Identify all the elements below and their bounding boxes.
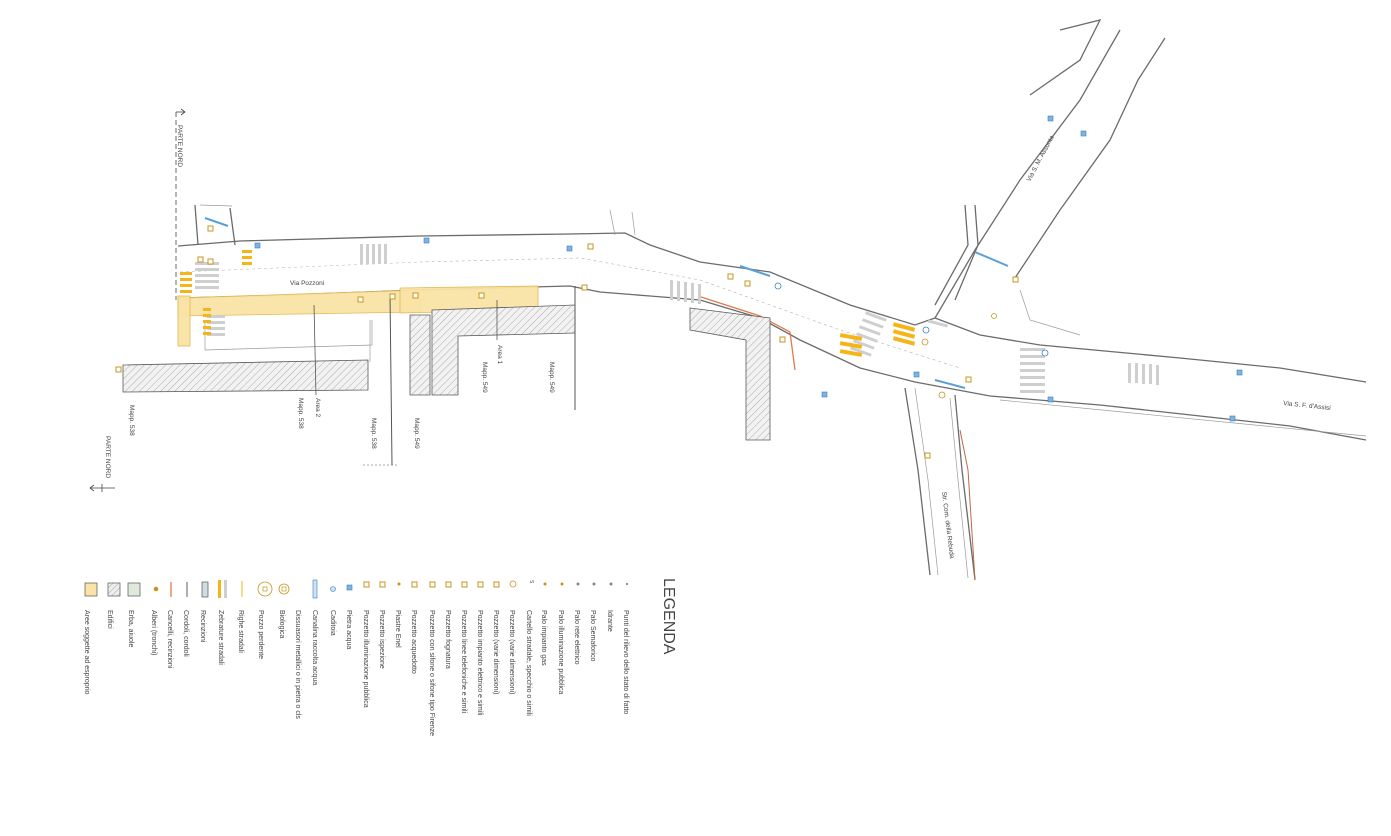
water-channel-icon [312,579,318,599]
water-manhole-icon [411,581,418,588]
road-sign-icon: S [528,580,534,584]
legend-item-label: Dissuasori metallici o in pietra o cls [294,610,301,719]
legend-item-label: Idrante [606,610,613,632]
legend-item-label: Righe stradali [237,610,244,653]
street-light-pole-icon [560,582,564,586]
survey-symbols[interactable] [115,115,1243,459]
legend-item-label: Pozzetto ispezione [378,610,385,669]
legend-item-label: Erba, aiuole [127,610,134,647]
legend-item-label: Palo Semaforico [589,610,596,661]
parcel-label: Mapp. 549 [481,362,488,393]
parcel-label: Mapp. 538 [370,418,377,449]
street-label-str-com-rebuda: Str. Com. della Rebuda [940,491,955,559]
zebra-pozzoni-west [195,262,225,336]
inspection-manhole-icon [363,581,370,588]
parcel-label: Mapp. 538 [297,398,304,429]
enel-plate-icon [397,582,401,586]
legend-item-label: Cancelli, recinzioni [166,610,173,669]
legend-item-label: Pozzetto fognatura [444,610,451,669]
grass-icon [127,582,141,597]
legend-item-label: Pozzetto illuminazione pubblica [362,610,369,708]
sewer-manhole-icon [445,581,452,588]
curb-line [697,295,796,371]
building-small [409,314,431,396]
road-hatching-icon [224,580,227,598]
legend-item-label: Palo rete elettrico [573,610,580,665]
zebra-assisi-east [1128,363,1159,385]
legend-item-label: Cartello stradale, specchio o simili [525,610,532,716]
lighting-manhole-icon [379,581,386,588]
parcel-label: Mapp. 549 [413,418,420,449]
yellow-hatching [180,250,916,357]
street-label-via-sf-assisi: Via S. F. d'Assisi [1283,400,1331,412]
legend-item-label: Pozzetto con sifone o sifone tipo Firenz… [428,610,435,736]
point-dot [626,583,628,585]
building-mapp-538 [122,359,369,393]
legend-item-label: Recinzioni [199,610,206,643]
zebra-junction [849,311,887,357]
zebra-crossings [195,244,1159,393]
zebra-pozzoni-mid [360,244,387,264]
section-marker-top: PARTE NORD [176,125,183,167]
siphon-manhole-icon [429,581,436,588]
legend-swatches: S [84,579,628,599]
section-marker-bottom: PARTE NORD [104,436,111,478]
map-labels: Via Pozzoni Via S. F. d'Assisi Via S. M.… [104,125,1331,559]
legend-items: Punti del rilievo dello stato di fatto Id… [83,610,629,736]
legend-item-label: Palo illuminazione pubblica [557,610,564,695]
manhole-square-icon [493,581,500,588]
legend-item-label: Caditoia [329,610,336,636]
zebra-pozzoni-east [670,280,701,304]
legend-item-label: Pozzetto acquedotto [410,610,417,674]
legend-item-label: Zebrature stradali [217,610,224,665]
telephone-manhole-icon [461,581,468,588]
legend-item-label: Palo impianto gas [540,610,547,666]
water-stone-icon [346,584,353,591]
building-icon [107,582,121,597]
legend-item-label: Piastre Enel [394,610,401,648]
area-2-corner[interactable] [177,295,191,347]
tree-icon [153,586,159,592]
legend-item-label: Pozzo perdente [257,610,264,659]
parcel-label: Mapp. 538 [128,405,135,436]
legend-item-label: Pozzetto linee telefoniche e simili [460,610,467,714]
legend-item-label: Aree soggette ad esproprio [83,610,90,695]
legend-item-label: Cordoli, cordoli [182,610,189,657]
drain-icon [330,586,336,592]
legend-item-label: Pozzetto impianto elettrico e simili [476,610,483,716]
manhole-round-icon [509,580,517,588]
legend-item-label: Edifici [106,610,113,629]
building-corner [689,307,771,441]
legend-item-label: Pozzetto (varie dimensioni) [492,610,499,694]
buildings [122,304,771,441]
area-label: Area 2 [314,398,321,418]
legend-item-label: Punti del rilievo dello stato di fatto [622,610,629,714]
section-marker-lines [89,108,186,492]
parcel-label: Mapp. 549 [548,362,555,393]
zebra-assisi-west [1020,348,1045,393]
legend-item-label: Canalina raccolta acqua [311,610,318,685]
legend-item-label: Pietra acqua [345,610,352,649]
legend-item-label: Alberi (tronchi) [150,610,157,656]
gas-pole-icon [543,582,547,586]
zebra-sm-assunta [927,319,948,328]
curb-line-rebuda [959,429,976,581]
fence-icon [201,581,209,598]
hydrant-icon [609,582,613,586]
legend-item-label: Biologica [278,610,285,639]
street-label-via-sm-assunta: Via S. M. Assunta [1026,134,1056,183]
traffic-light-pole-icon [592,582,596,586]
area-label: Area 1 [496,345,503,365]
road-hatching-icon [218,580,221,598]
expropriation-area-icon [84,582,98,597]
power-pole-icon [576,582,580,586]
electric-manhole-icon [477,581,484,588]
legend: LEGENDA Punti del rilievo dello stato di… [83,578,677,736]
legend-title: LEGENDA [660,578,677,655]
street-label-via-pozzoni: Via Pozzoni [290,280,324,287]
area-2-strip[interactable] [177,289,421,317]
legend-item-label: Pozzetto (varie dimensioni) [508,610,515,694]
